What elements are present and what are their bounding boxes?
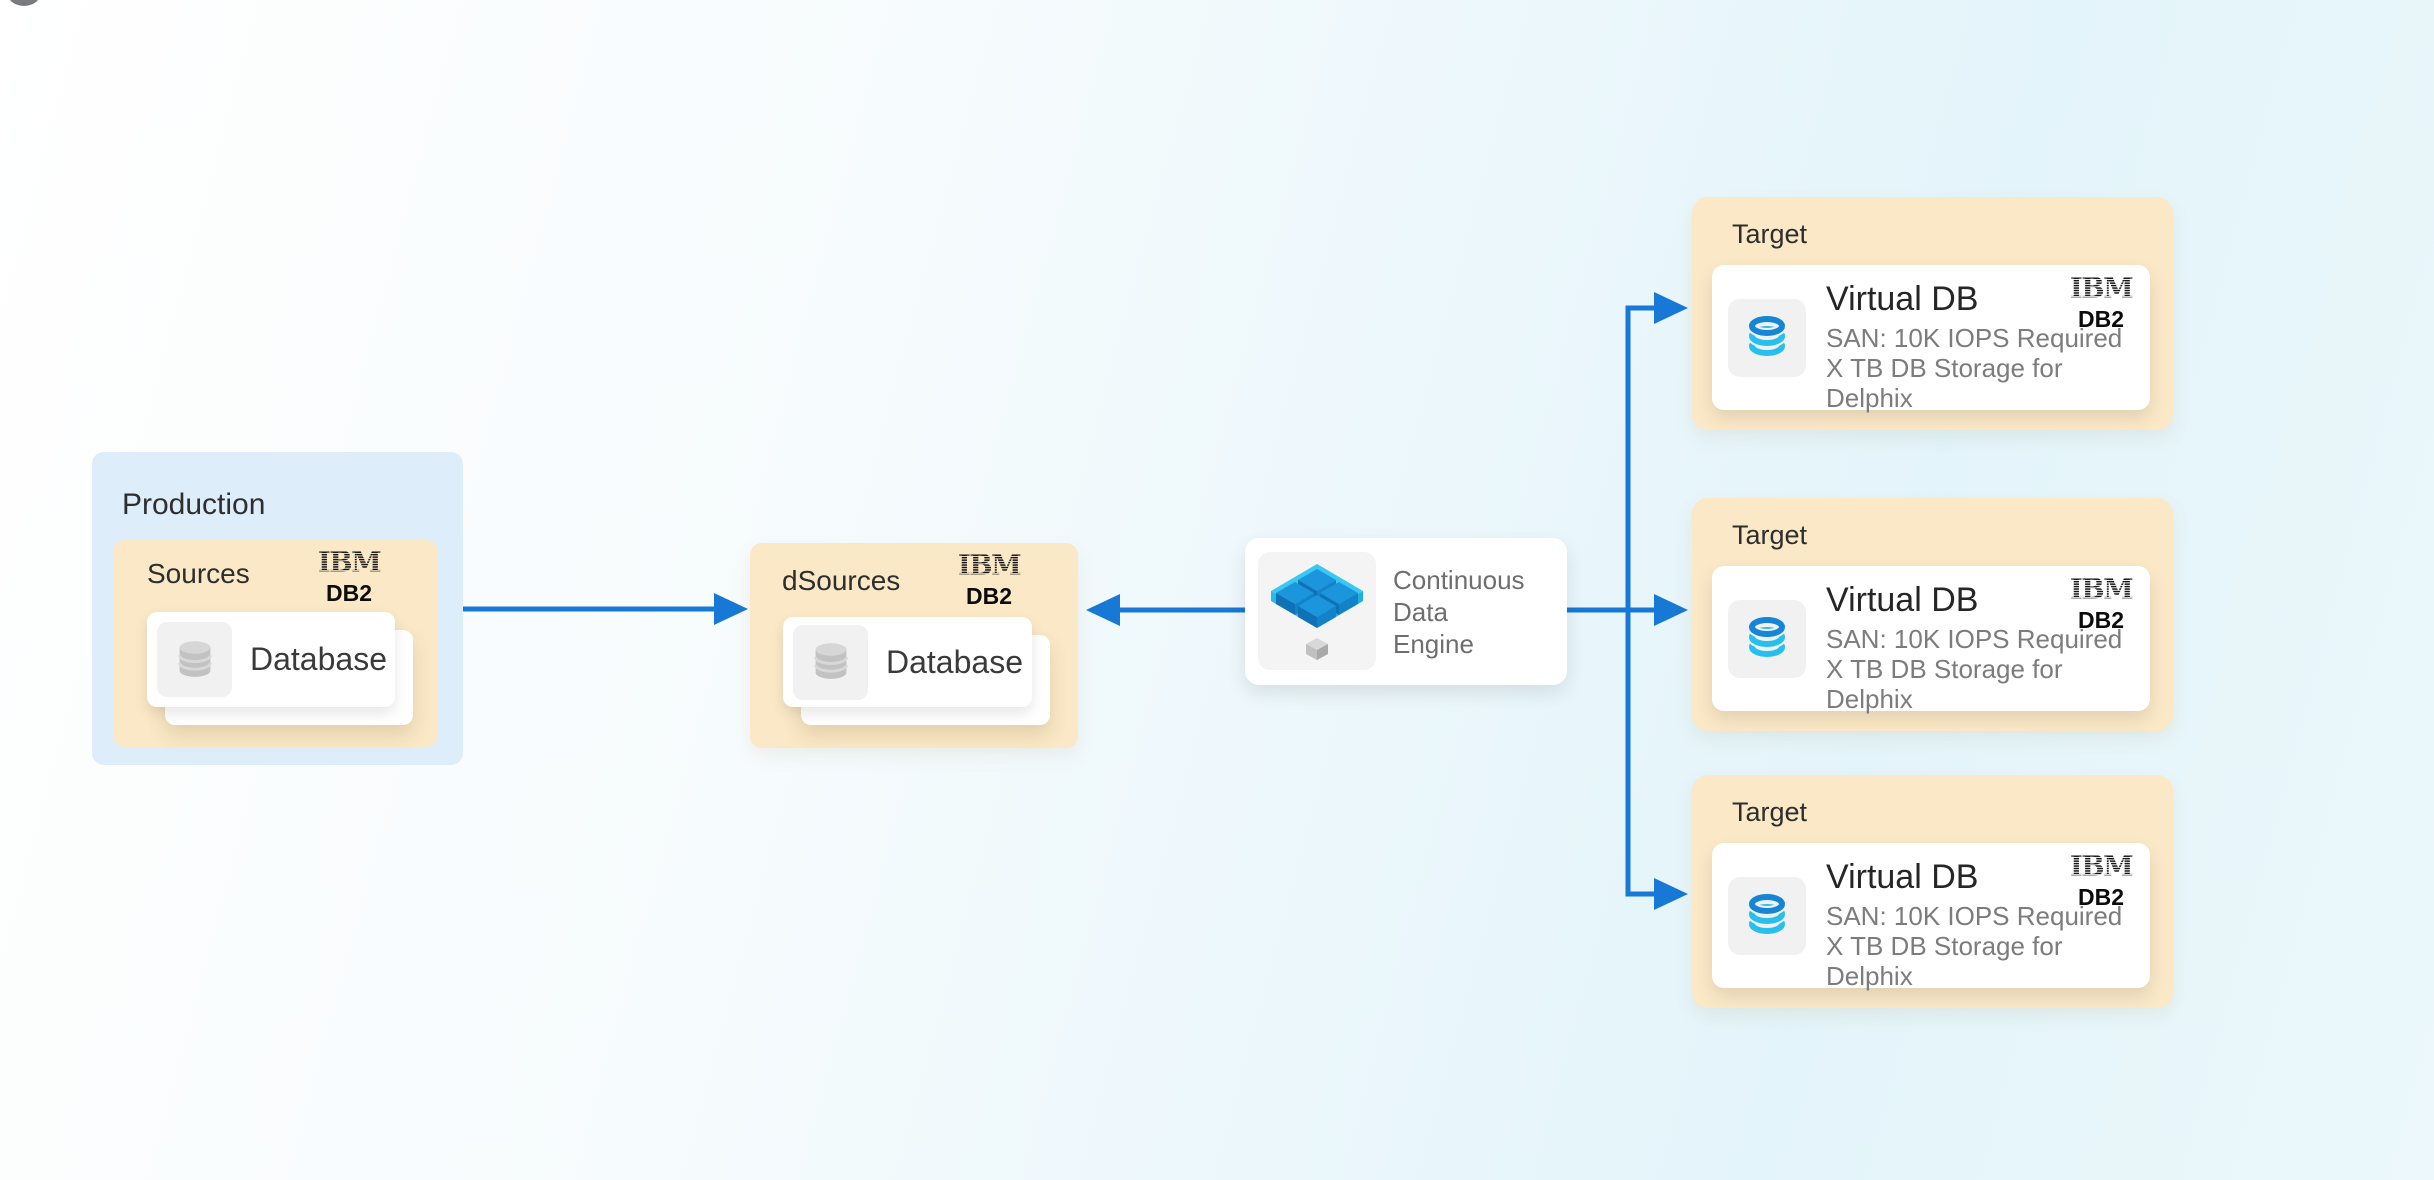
engine-label-line-1: Continuous [1393,564,1525,595]
virtual-db-title: Virtual DB [1826,581,1979,619]
ibm-logo-icon: IBM [958,548,1023,581]
dsources-group: dSources IBM DB2 Database [750,543,1078,748]
ibm-db2-logo: IBM DB2 [2066,572,2136,633]
ibm-wordmark: IBM [2070,276,2133,302]
ibm-wordmark: IBM [2070,577,2133,603]
database-cylinder-icon [177,640,212,677]
ibm-logo-icon: IBM [2070,271,2135,304]
db2-label: DB2 [325,580,372,606]
virtual-db-spec-2: X TB DB Storage for Delphix [1826,654,2063,714]
connector-lines [463,305,1656,897]
ibm-logo-icon: IBM [2070,572,2135,605]
ibm-logo-icon: IBM [318,545,383,578]
arrowhead-into-target-2 [1654,594,1688,626]
corner-artifact [6,0,42,6]
virtual-db-title: Virtual DB [1826,858,1979,896]
database-icon [157,622,232,697]
virtual-db-spec-2: X TB DB Storage for Delphix [1826,353,2063,413]
virtual-db-node: Virtual DB SAN: 10K IOPS Required X TB D… [1712,843,2150,991]
virtual-db-spec-1: SAN: 10K IOPS Required [1826,323,2123,353]
engine-label-line-3: Engine [1393,628,1474,659]
target-label: Target [1732,520,1808,550]
target-group-2: Target Virtual DB SAN: 10K IOPS Required… [1692,498,2173,731]
ibm-db2-logo: IBM DB2 [2066,271,2136,332]
arrowhead-into-target-3 [1654,878,1688,910]
virtual-db-icon [1728,877,1806,955]
ibm-wordmark: IBM [318,550,381,576]
ibm-logo-icon: IBM [2070,849,2135,882]
arrowhead-into-dsources-left [714,593,748,625]
dsources-label: dSources [782,565,901,596]
ibm-db2-logo: IBM DB2 [954,548,1024,609]
target-group-1: Target Virtual DB SAN: 10K IOPS Required… [1692,197,2173,430]
database-node: Database [147,612,395,707]
virtual-db-icon [1728,600,1806,678]
production-group: Production Sources IBM DB2 [92,452,463,765]
sources-group: Sources IBM DB2 Database [113,540,438,747]
engine-label-line-2: Data [1393,596,1448,627]
branch-trunk [1625,305,1656,897]
virtual-db-text: Virtual DB SAN: 10K IOPS Required X TB D… [1826,857,2150,991]
virtual-db-spec-2: X TB DB Storage for Delphix [1826,931,2063,991]
database-icon [793,624,868,700]
database-label: Database [250,641,387,677]
virtual-db-node: Virtual DB SAN: 10K IOPS Required X TB D… [1712,265,2150,413]
target-label: Target [1732,219,1808,249]
database-label: Database [886,643,1023,680]
virtual-db-rings-icon [1747,615,1787,657]
ibm-db2-logo: IBM DB2 [2066,849,2136,910]
continuous-data-engine-node: Continuous Data Engine [1245,538,1567,685]
virtual-db-icon [1728,299,1806,377]
db2-label: DB2 [2077,884,2124,910]
production-label: Production [122,488,266,521]
isometric-cubes-icon [1271,564,1363,660]
arrowhead-into-dsources-right [1086,594,1120,626]
db2-label: DB2 [965,583,1012,609]
virtual-db-rings-icon [1747,314,1787,356]
db2-label: DB2 [2077,607,2124,633]
virtual-db-text: Virtual DB SAN: 10K IOPS Required X TB D… [1826,580,2150,714]
virtual-db-title: Virtual DB [1826,280,1979,318]
database-cylinder-icon [813,643,848,679]
virtual-db-rings-icon [1747,892,1787,934]
arrowheads [714,292,1688,910]
database-node: Database [783,617,1032,707]
arrowhead-into-target-1 [1654,292,1688,324]
virtual-db-spec-1: SAN: 10K IOPS Required [1826,624,2123,654]
target-group-3: Target Virtual DB SAN: 10K IOPS Required… [1692,775,2173,1008]
target-label: Target [1732,797,1808,827]
ibm-wordmark: IBM [958,553,1021,579]
ibm-db2-logo: IBM DB2 [314,545,384,606]
continuous-data-engine-label: Continuous Data Engine [1393,564,1525,660]
ibm-wordmark: IBM [2070,854,2133,880]
continuous-data-engine-icon [1258,552,1376,670]
sources-label: Sources [147,558,250,589]
virtual-db-spec-1: SAN: 10K IOPS Required [1826,901,2123,931]
virtual-db-text: Virtual DB SAN: 10K IOPS Required X TB D… [1826,279,2150,413]
db2-label: DB2 [2077,306,2124,332]
virtual-db-node: Virtual DB SAN: 10K IOPS Required X TB D… [1712,566,2150,714]
